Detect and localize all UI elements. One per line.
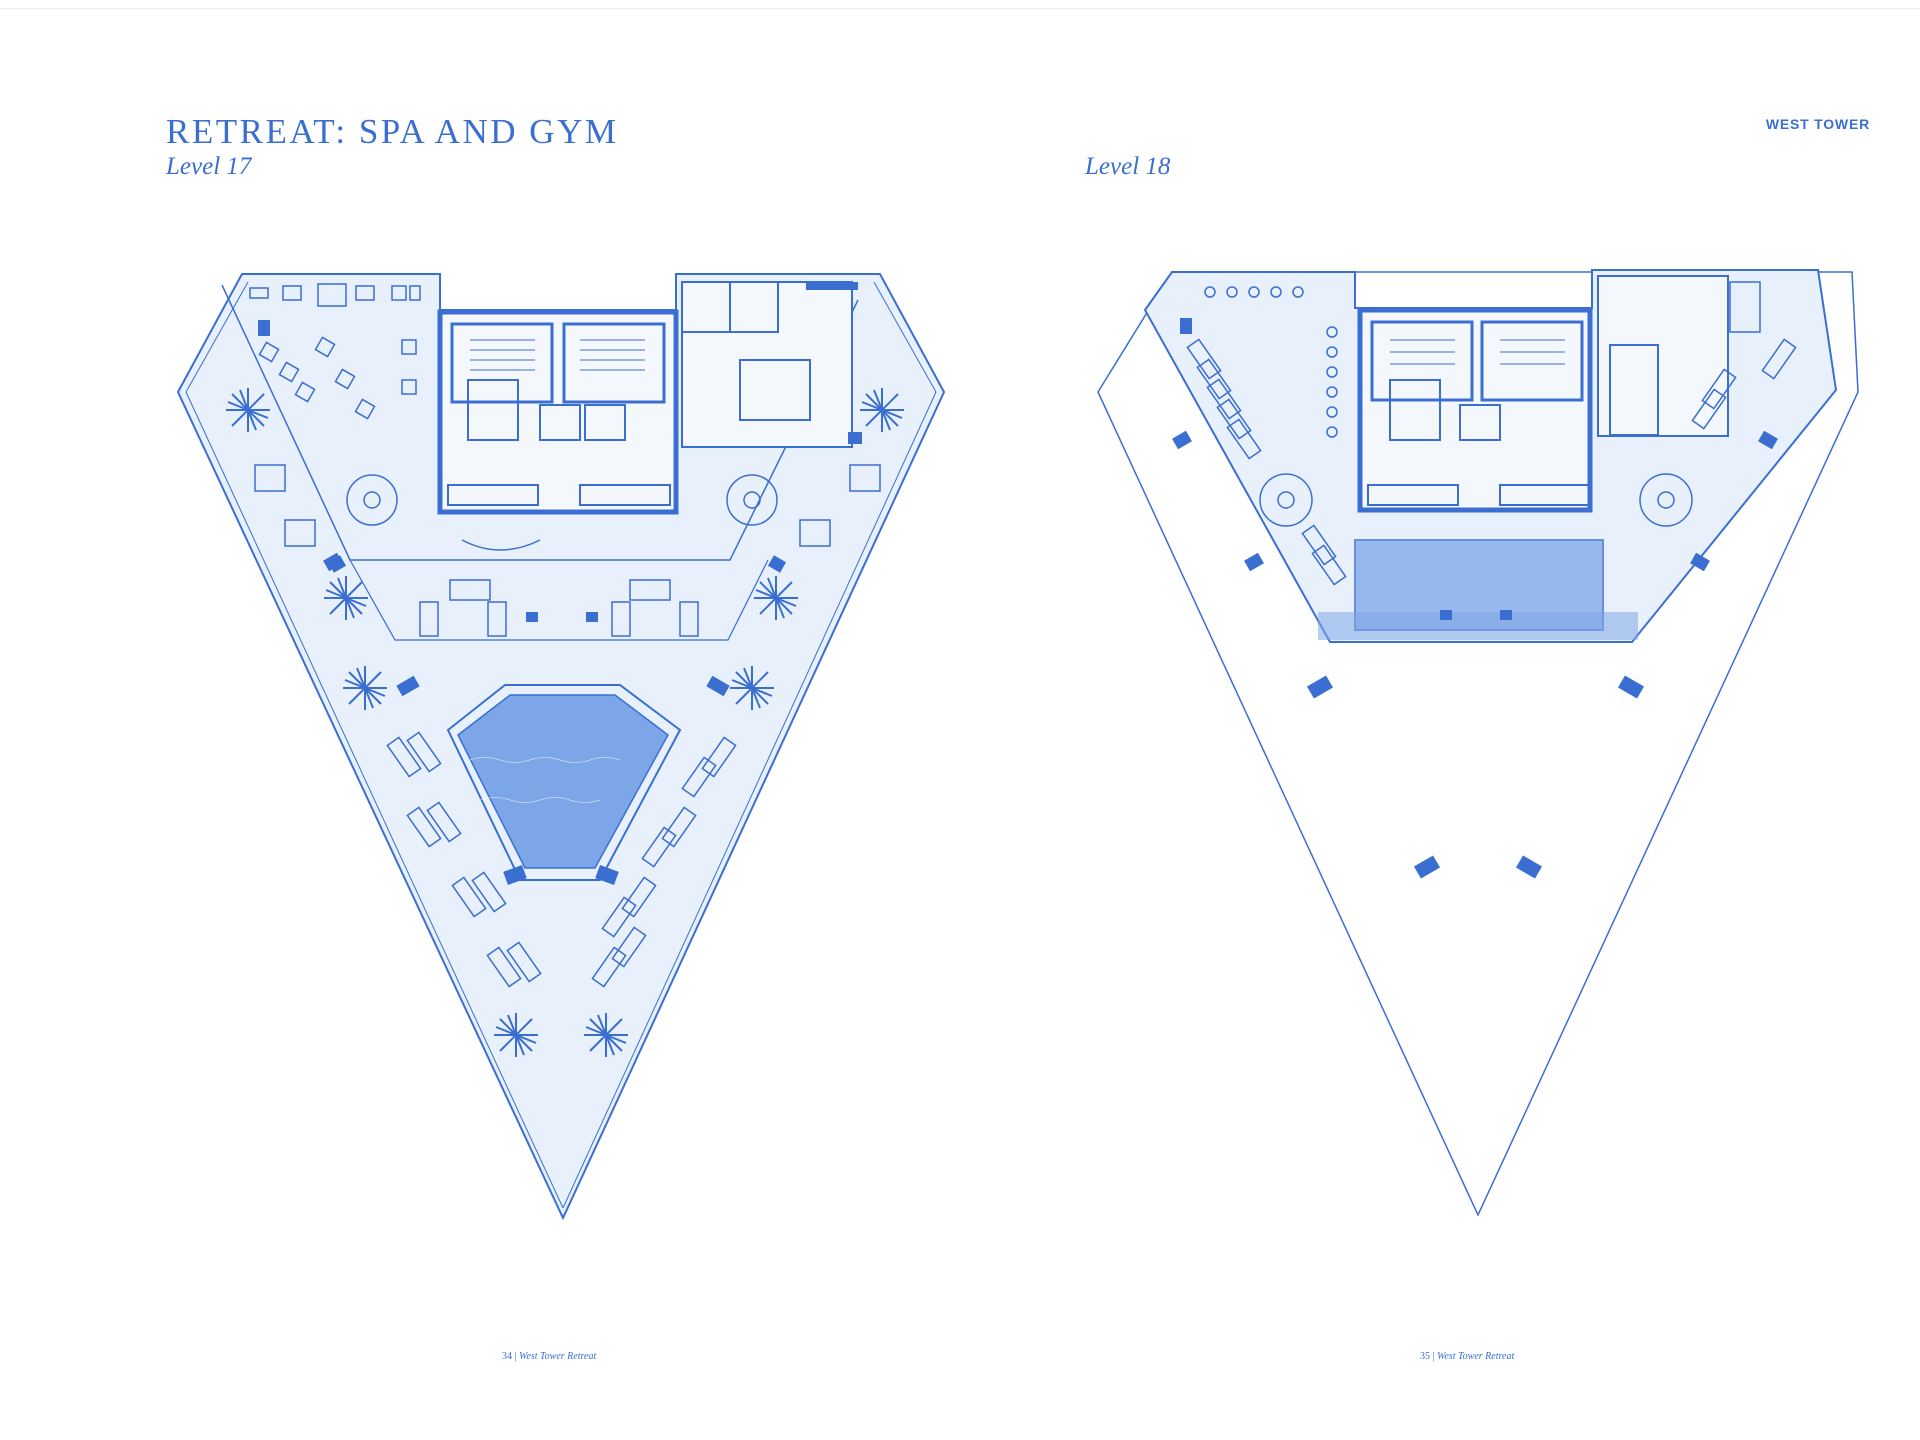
footer-right-text: West Tower Retreat [1437,1351,1515,1362]
page-edge [0,8,1920,9]
page-title: RETREAT: SPA AND GYM [166,112,619,151]
footer-left: 34 | West Tower Retreat [502,1351,596,1362]
column-icon [258,320,862,697]
level-17-label: Level 17 [166,153,252,180]
tower-label: WEST TOWER [1765,116,1870,132]
lounge-chair-icon [1186,338,1797,586]
core-block [437,309,679,515]
gym-equipment-icon [249,283,881,547]
spiral-stair-icon [346,474,778,526]
footer-left-text: West Tower Retreat [519,1351,597,1362]
footer-right: 35 | West Tower Retreat [1420,1351,1514,1362]
level-18-label: Level 18 [1085,153,1171,180]
footer-right-separator: | [1432,1351,1435,1362]
palm-tree-icon [226,388,904,1057]
footer-left-separator: | [514,1351,517,1362]
footer-left-page: 34 [502,1351,512,1362]
core-block-18 [1357,307,1593,513]
footer-right-page: 35 [1420,1351,1430,1362]
